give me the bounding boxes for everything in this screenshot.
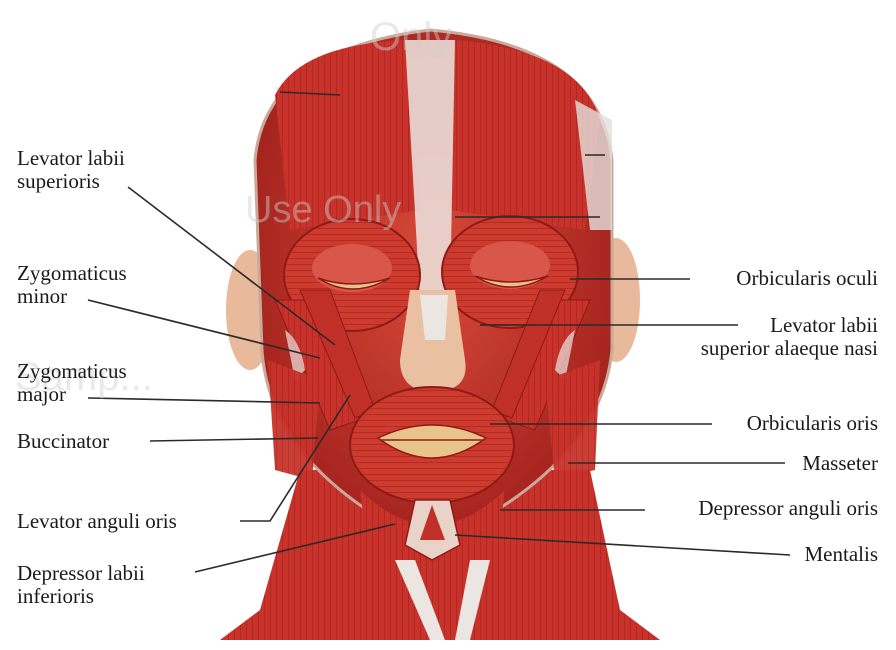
label-levator-anguli-oris: Levator anguli oris [17,510,177,533]
label-buccinator: Buccinator [17,430,109,453]
label-mentalis: Mentalis [805,543,879,566]
label-masseter: Masseter [802,452,878,475]
label-depressor-anguli-oris: Depressor anguli oris [698,497,878,520]
label-orbicularis-oris: Orbicularis oris [747,412,878,435]
watermark-text-2: Use Only [245,189,401,231]
label-orbicularis-oculi: Orbicularis oculi [736,267,878,290]
frontalis-right [450,40,600,230]
masseter-right [545,360,600,480]
watermark-text-1: Only [370,15,452,59]
masseter-left [268,360,320,480]
